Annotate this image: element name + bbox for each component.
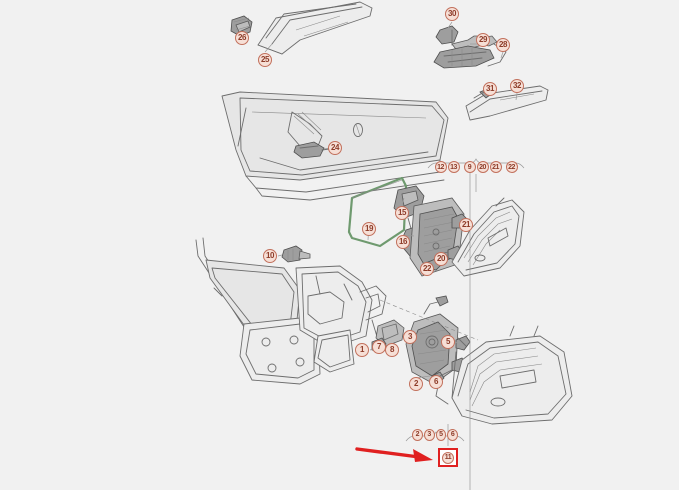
tail-light-lower-main [435,325,573,425]
callout-10[interactable]: 10 [263,249,277,263]
callout-24[interactable]: 24 [328,141,342,155]
callout-7[interactable]: 7 [372,340,386,354]
lock-module-assembly [393,185,469,277]
group-upper-item-12[interactable]: 12 [434,161,447,173]
group-lower-item-5[interactable]: 5 [435,428,447,441]
callout-21[interactable]: 21 [459,218,473,232]
callout-3[interactable]: 3 [403,330,417,344]
callout-20[interactable]: 20 [434,252,448,266]
lower-lock-mechanism [371,295,471,385]
trunk-lid-panel [221,91,449,201]
group-upper-item-13[interactable]: 13 [447,161,460,173]
callout-5[interactable]: 5 [441,335,455,349]
bolt-part-10 [281,245,311,263]
callout-22[interactable]: 22 [420,262,434,276]
tail-light-upper [451,197,525,277]
red-pointer-arrow [355,447,433,462]
lock-motor-assembly [433,25,507,69]
callout-8[interactable]: 8 [385,343,399,357]
highlighted-callout-box[interactable]: 11 [438,448,458,467]
trunk-striker-part-26 [230,15,253,37]
group-lower-item-6[interactable]: 6 [447,428,458,441]
callout-25[interactable]: 25 [258,53,272,67]
upper-trim-bar-31-32 [465,85,549,121]
group-upper-item-22[interactable]: 22 [505,161,518,173]
callout-26[interactable]: 26 [235,31,249,45]
callout-group-upper: 12 13 9 20 21 22 [430,160,522,174]
callout-16[interactable]: 16 [396,235,410,249]
callout-1[interactable]: 1 [355,343,369,357]
callout-2[interactable]: 2 [409,377,423,391]
callout-15[interactable]: 15 [395,206,409,220]
callout-30[interactable]: 30 [445,7,459,21]
group-upper-item-21[interactable]: 21 [489,161,502,173]
callout-19[interactable]: 19 [362,222,376,236]
callout-group-lower: 2 3 5 6 [412,428,458,441]
callout-32[interactable]: 32 [510,79,524,93]
callout-29[interactable]: 29 [476,33,490,47]
body-quarter-panel [195,237,387,385]
group-lower-item-2[interactable]: 2 [412,428,423,441]
callout-6[interactable]: 6 [429,375,443,389]
callout-31[interactable]: 31 [483,82,497,96]
group-upper-item-20[interactable]: 20 [476,161,489,173]
group-upper-item-9[interactable]: 9 [463,161,476,173]
group-lower-item-3[interactable]: 3 [423,428,435,441]
spoiler-trim-part-25 [257,1,373,55]
callout-28[interactable]: 28 [496,38,510,52]
callout-11[interactable]: 11 [442,451,454,464]
